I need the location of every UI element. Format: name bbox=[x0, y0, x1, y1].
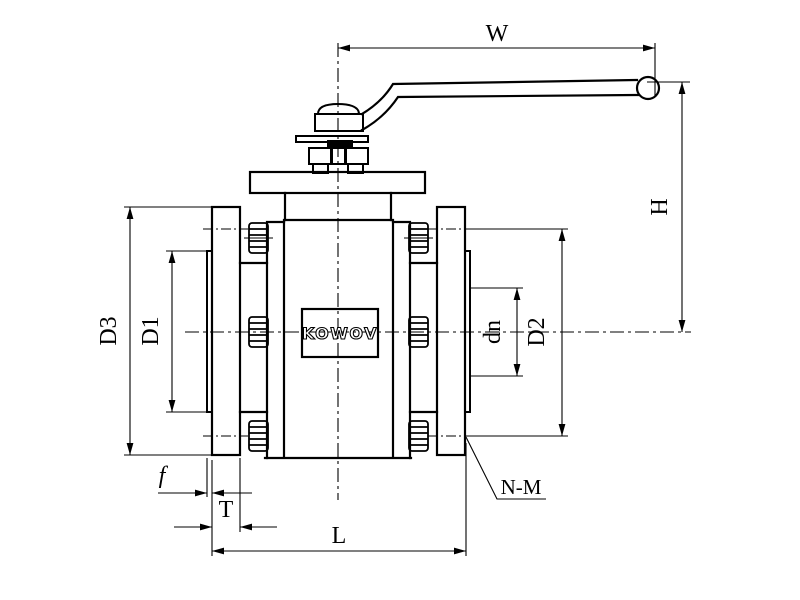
dim-d1: D1 bbox=[138, 250, 212, 413]
dim-d2-arrow-bottom bbox=[558, 424, 566, 436]
dim-l: L bbox=[211, 443, 467, 556]
dim-d1-arrow-top bbox=[168, 251, 176, 263]
dim-d3-arrow-top bbox=[126, 207, 134, 219]
dim-t: T bbox=[174, 458, 277, 532]
body-cap-flanges bbox=[265, 220, 412, 460]
dim-label-f: f bbox=[159, 463, 169, 489]
dim-h-arrow-top bbox=[678, 82, 686, 94]
dim-w-arrow-right bbox=[643, 44, 655, 52]
stud-mid-right-threads bbox=[409, 322, 428, 342]
dim-dn-arrow-bottom bbox=[513, 364, 521, 376]
dim-label-l: L bbox=[332, 523, 347, 549]
dim-dn: dn bbox=[471, 287, 523, 377]
dim-h-arrow-bottom bbox=[678, 320, 686, 332]
nameplate-logo-text: KOWOV bbox=[302, 324, 378, 343]
right-raised-face bbox=[464, 250, 471, 413]
dim-l-extension bbox=[211, 443, 467, 556]
handle-hub bbox=[314, 113, 364, 132]
gland-bolt-left bbox=[308, 147, 332, 165]
dim-w: W bbox=[338, 21, 656, 96]
dim-d2-extension bbox=[472, 228, 568, 437]
dim-label-dn: dn bbox=[480, 320, 506, 344]
stud-mid-left-threads bbox=[249, 322, 268, 342]
dim-label-t: T bbox=[219, 497, 234, 523]
center-body-outline bbox=[263, 218, 413, 460]
body-studs-right bbox=[404, 222, 433, 452]
stud-top-right-threads bbox=[409, 228, 428, 248]
dim-label-w: W bbox=[486, 21, 509, 47]
handle-ball-end bbox=[635, 75, 661, 101]
dim-l-arrow-right bbox=[454, 547, 466, 555]
handle-top-edge bbox=[360, 78, 639, 116]
callout-nm-label: N-M bbox=[501, 475, 542, 499]
dim-d1-arrow-bottom bbox=[168, 400, 176, 412]
top-mounting-flange bbox=[248, 170, 427, 222]
dim-label-d2: D2 bbox=[524, 317, 550, 346]
dim-w-arrow-left bbox=[338, 44, 350, 52]
handle-bottom-edge bbox=[360, 93, 640, 132]
dim-d3-extension bbox=[124, 206, 212, 456]
flange-bolt-hole-centerlines bbox=[203, 228, 472, 437]
dim-dn-arrow-top bbox=[513, 288, 521, 300]
dim-label-d1: D1 bbox=[138, 316, 164, 345]
left-pipe-flange bbox=[206, 205, 242, 457]
left-flange-plate bbox=[210, 205, 242, 457]
dim-t-arrow-right bbox=[240, 523, 252, 531]
stem-dome-nut bbox=[314, 102, 364, 116]
right-pipe-flange bbox=[435, 205, 471, 457]
packing-gland-band bbox=[327, 140, 353, 148]
end-cap-hubs bbox=[238, 261, 439, 414]
neck bbox=[283, 191, 393, 222]
gland-bolt-right bbox=[345, 147, 369, 165]
gland-shank-right bbox=[347, 163, 364, 174]
dim-d1-extension bbox=[166, 250, 212, 413]
stud-mid-right bbox=[408, 316, 429, 348]
dim-f: f bbox=[158, 458, 252, 497]
dim-d2: D2 bbox=[472, 228, 568, 437]
stud-bottom-left bbox=[248, 420, 269, 452]
stud-bottom-right bbox=[408, 420, 429, 452]
lever-handle bbox=[360, 75, 661, 132]
body-studs-left bbox=[244, 222, 273, 452]
gland-shank-left bbox=[312, 163, 329, 174]
stem-assembly bbox=[295, 102, 369, 174]
stud-mid-left bbox=[248, 316, 269, 348]
dim-dn-extension bbox=[471, 287, 523, 377]
dim-t-arrow-left bbox=[200, 523, 212, 531]
nameplate bbox=[300, 307, 380, 359]
dim-label-h: H bbox=[647, 198, 673, 215]
mounting-plate bbox=[248, 170, 427, 195]
dim-d3-arrow-bottom bbox=[126, 443, 134, 455]
stud-bottom-left-threads bbox=[249, 426, 268, 446]
stud-top-left-threads bbox=[249, 228, 268, 248]
dim-d3: D3 bbox=[96, 206, 212, 456]
right-flange-plate bbox=[435, 205, 467, 457]
dim-h: H bbox=[647, 81, 690, 332]
dim-label-d3: D3 bbox=[96, 316, 122, 345]
stud-bottom-right-threads bbox=[409, 426, 428, 446]
dim-f-arrow-left bbox=[195, 489, 207, 497]
dim-l-arrow-left bbox=[212, 547, 224, 555]
valve-body: KOWOV bbox=[238, 218, 439, 460]
callout-nm-leader bbox=[465, 436, 546, 500]
dim-f-arrow-right bbox=[212, 489, 224, 497]
dim-d2-arrow-top bbox=[558, 229, 566, 241]
callout-nm: N-M bbox=[465, 436, 546, 500]
